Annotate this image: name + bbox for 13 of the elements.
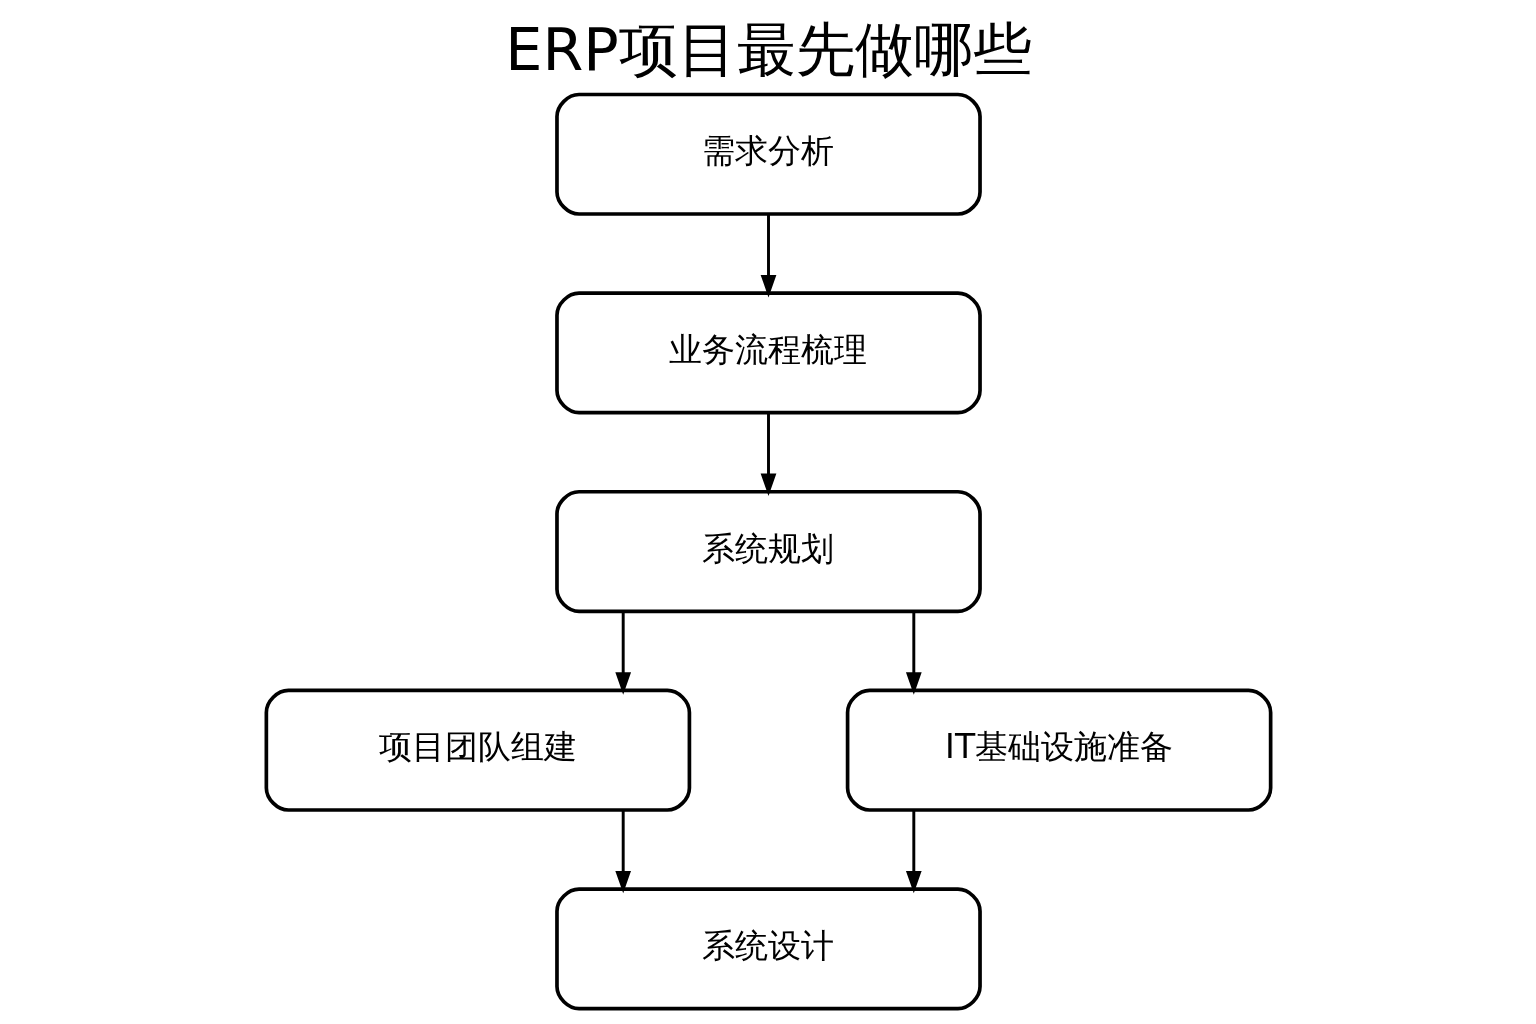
diagram-title: ERP项目最先做哪些 xyxy=(504,14,1032,84)
node-box: 项目团队组建 xyxy=(264,688,691,812)
node-box: 系统设计 xyxy=(554,887,982,1011)
arrow xyxy=(614,611,631,695)
node-box: IT基础设施准备 xyxy=(845,688,1272,812)
arrow xyxy=(614,810,631,894)
node-box: 业务流程梳理 xyxy=(554,291,982,415)
arrow xyxy=(905,611,922,695)
arrow xyxy=(760,214,776,298)
arrow xyxy=(905,810,922,894)
node-box: 需求分析 xyxy=(554,92,982,216)
node-box: 系统规划 xyxy=(554,489,982,614)
arrow xyxy=(760,413,776,497)
